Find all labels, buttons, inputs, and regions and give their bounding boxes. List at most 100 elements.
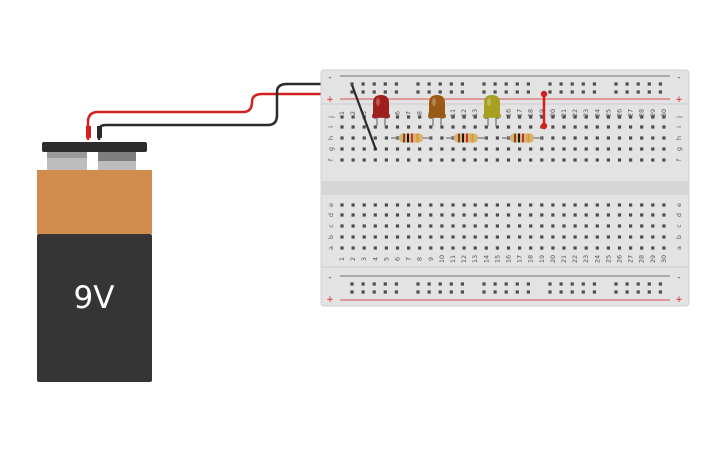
terminal-hole[interactable]	[518, 147, 522, 151]
rail-hole[interactable]	[361, 90, 365, 94]
terminal-hole[interactable]	[451, 125, 455, 129]
rail-hole[interactable]	[570, 82, 574, 86]
terminal-hole[interactable]	[518, 125, 522, 129]
rail-hole[interactable]	[658, 90, 662, 94]
terminal-hole[interactable]	[606, 115, 610, 119]
terminal-hole[interactable]	[495, 213, 499, 217]
terminal-hole[interactable]	[529, 213, 533, 217]
terminal-hole[interactable]	[551, 136, 555, 140]
terminal-hole[interactable]	[595, 115, 599, 119]
rail-hole[interactable]	[559, 282, 563, 286]
terminal-hole[interactable]	[506, 125, 511, 129]
terminal-hole[interactable]	[362, 136, 366, 140]
rail-hole[interactable]	[460, 290, 464, 294]
terminal-hole[interactable]	[462, 158, 466, 162]
terminal-hole[interactable]	[606, 246, 610, 250]
terminal-hole[interactable]	[395, 235, 400, 239]
terminal-hole[interactable]	[562, 203, 566, 207]
resistor[interactable]	[391, 133, 431, 143]
rail-hole[interactable]	[658, 82, 662, 86]
terminal-hole[interactable]	[484, 147, 488, 151]
terminal-hole[interactable]	[451, 246, 455, 250]
terminal-hole[interactable]	[551, 203, 555, 207]
terminal-hole[interactable]	[340, 203, 344, 207]
rail-hole[interactable]	[636, 282, 640, 286]
terminal-hole[interactable]	[617, 125, 622, 129]
terminal-hole[interactable]	[351, 158, 355, 162]
terminal-hole[interactable]	[395, 158, 400, 162]
terminal-hole[interactable]	[540, 158, 544, 162]
rail-hole[interactable]	[372, 282, 376, 286]
terminal-hole[interactable]	[573, 203, 577, 207]
rail-hole[interactable]	[592, 82, 596, 86]
terminal-hole[interactable]	[562, 136, 566, 140]
rail-hole[interactable]	[515, 90, 519, 94]
terminal-hole[interactable]	[373, 136, 377, 140]
rail-hole[interactable]	[427, 82, 431, 86]
terminal-hole[interactable]	[540, 203, 544, 207]
terminal-hole[interactable]	[584, 136, 588, 140]
terminal-hole[interactable]	[595, 158, 599, 162]
terminal-hole[interactable]	[518, 246, 522, 250]
rail-hole[interactable]	[526, 290, 530, 294]
terminal-hole[interactable]	[617, 158, 622, 162]
terminal-hole[interactable]	[384, 246, 388, 250]
terminal-hole[interactable]	[551, 147, 555, 151]
terminal-hole[interactable]	[384, 203, 388, 207]
terminal-hole[interactable]	[662, 203, 666, 207]
terminal-hole[interactable]	[617, 147, 622, 151]
terminal-hole[interactable]	[484, 125, 488, 129]
terminal-hole[interactable]	[506, 213, 511, 217]
terminal-hole[interactable]	[440, 246, 444, 250]
terminal-hole[interactable]	[640, 224, 644, 228]
terminal-hole[interactable]	[407, 203, 411, 207]
rail-hole[interactable]	[504, 282, 508, 286]
terminal-hole[interactable]	[451, 224, 455, 228]
breadboard-holes[interactable]	[340, 82, 666, 294]
terminal-hole[interactable]	[462, 235, 466, 239]
terminal-hole[interactable]	[407, 235, 411, 239]
terminal-hole[interactable]	[451, 147, 455, 151]
terminal-hole[interactable]	[629, 224, 633, 228]
terminal-hole[interactable]	[340, 235, 344, 239]
terminal-hole[interactable]	[540, 235, 544, 239]
terminal-hole[interactable]	[562, 235, 566, 239]
rail-hole[interactable]	[460, 282, 464, 286]
terminal-hole[interactable]	[340, 125, 344, 129]
terminal-hole[interactable]	[551, 235, 555, 239]
terminal-hole[interactable]	[429, 203, 433, 207]
terminal-hole[interactable]	[484, 213, 488, 217]
terminal-hole[interactable]	[373, 213, 377, 217]
terminal-hole[interactable]	[451, 213, 455, 217]
terminal-hole[interactable]	[651, 235, 655, 239]
terminal-hole[interactable]	[562, 246, 566, 250]
rail-hole[interactable]	[581, 282, 585, 286]
wire-positive[interactable]	[86, 92, 340, 140]
terminal-hole[interactable]	[495, 246, 499, 250]
terminal-hole[interactable]	[362, 246, 366, 250]
terminal-hole[interactable]	[562, 125, 566, 129]
rail-hole[interactable]	[372, 290, 376, 294]
terminal-hole[interactable]	[540, 224, 544, 228]
terminal-hole[interactable]	[429, 246, 433, 250]
terminal-hole[interactable]	[484, 158, 488, 162]
rail-hole[interactable]	[614, 290, 618, 294]
terminal-hole[interactable]	[540, 115, 544, 119]
terminal-hole[interactable]	[573, 147, 577, 151]
terminal-hole[interactable]	[584, 147, 588, 151]
terminal-hole[interactable]	[629, 115, 633, 119]
rail-hole[interactable]	[383, 290, 387, 294]
terminal-hole[interactable]	[340, 115, 344, 119]
terminal-hole[interactable]	[340, 224, 344, 228]
terminal-hole[interactable]	[373, 246, 377, 250]
rail-hole[interactable]	[493, 290, 497, 294]
rail-hole[interactable]	[493, 282, 497, 286]
terminal-hole[interactable]	[573, 125, 577, 129]
rail-hole[interactable]	[504, 90, 508, 94]
terminal-hole[interactable]	[462, 246, 466, 250]
rail-hole[interactable]	[592, 282, 596, 286]
terminal-hole[interactable]	[540, 147, 544, 151]
terminal-hole[interactable]	[506, 115, 511, 119]
terminal-hole[interactable]	[506, 235, 511, 239]
terminal-hole[interactable]	[573, 136, 577, 140]
